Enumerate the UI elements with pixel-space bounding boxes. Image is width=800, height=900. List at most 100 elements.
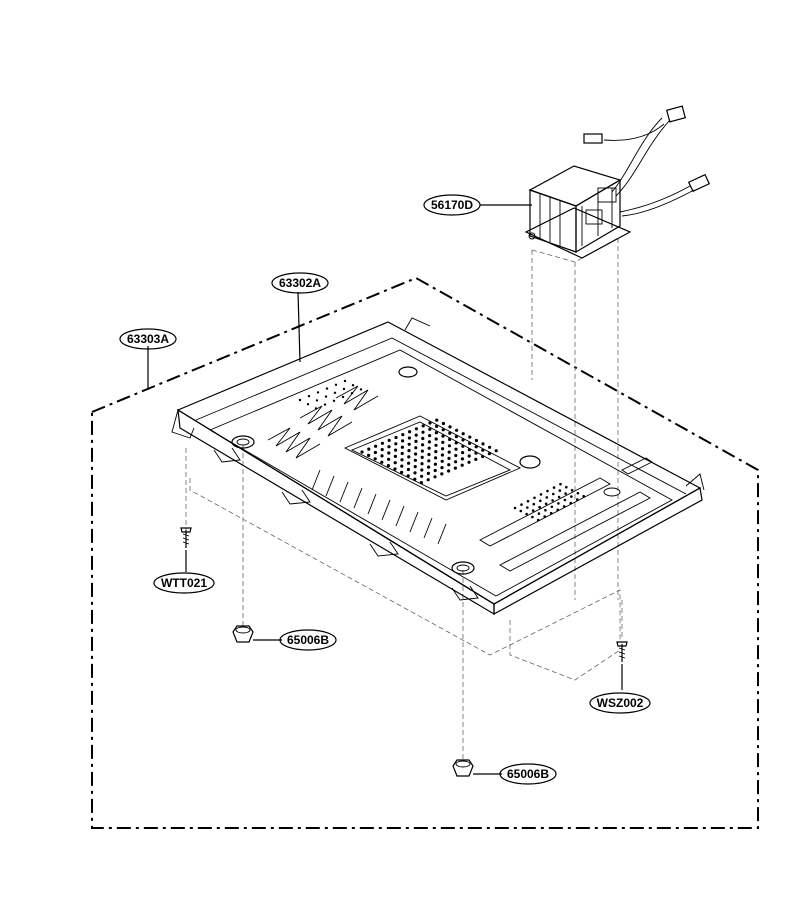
perforation-dot — [447, 450, 451, 454]
perforation-dot — [407, 442, 411, 446]
perforation-dot — [407, 455, 411, 459]
perforation-dot — [374, 444, 378, 448]
perforation-dot — [441, 440, 445, 444]
perforation-dot — [557, 495, 561, 499]
perforation-dot — [413, 458, 417, 462]
perforation-dot — [406, 467, 410, 472]
callout-63303a: 63303A — [119, 328, 177, 350]
perforation-dot — [461, 451, 465, 455]
perforation-dot — [448, 437, 452, 442]
callout-63302a-text: 63302A — [279, 276, 321, 290]
perforation-dot — [461, 432, 465, 436]
perforation-dot — [414, 439, 418, 443]
perforation-dot — [532, 502, 536, 506]
perforation-dot — [454, 435, 458, 439]
perforation-dot — [373, 457, 377, 461]
perforation-dot — [564, 492, 567, 495]
perforation-dot — [448, 431, 452, 435]
perforation-dot — [531, 515, 534, 519]
perforation-dot — [393, 467, 397, 471]
perforation-dot — [401, 439, 405, 443]
perforation-dot — [406, 474, 410, 478]
perforation-dot — [314, 407, 318, 410]
perforation-dot — [413, 471, 417, 475]
perforation-dot — [531, 509, 535, 512]
perforation-dot — [474, 445, 478, 449]
perforation-dot — [552, 486, 556, 489]
transformer-projection — [531, 237, 619, 600]
perforation-dot — [474, 438, 478, 443]
callout-63303a-text: 63303A — [127, 332, 169, 346]
perforation-dot — [558, 489, 562, 492]
perforation-dot — [426, 478, 430, 482]
perforation-dot — [448, 425, 452, 429]
perforation-dot — [434, 443, 438, 447]
screw-wsz002 — [616, 641, 628, 662]
perforation-dot — [386, 464, 390, 468]
perforation-dot — [414, 433, 418, 437]
callout-65006b-1-text: 65006B — [287, 633, 329, 647]
perforation-dot — [447, 469, 451, 473]
perforation-dot — [394, 448, 398, 452]
perforation-dot — [394, 442, 398, 446]
perforation-dot — [569, 501, 572, 505]
perforation-dot — [400, 451, 404, 456]
perforation-dot — [537, 512, 541, 515]
perforation-dot — [582, 494, 585, 498]
leader-lines — [147, 204, 623, 775]
perforation-dot — [306, 403, 310, 406]
perforation-dot — [440, 459, 444, 463]
perforation-dot — [341, 395, 345, 399]
perforation-dot — [315, 399, 319, 402]
perforation-dot — [460, 457, 464, 461]
callout-wtt021-text: WTT021 — [161, 576, 207, 590]
perforation-dot — [460, 463, 464, 467]
perforation-dot — [447, 456, 451, 460]
perforation-dot — [519, 509, 523, 513]
perforation-dot — [481, 454, 485, 459]
perforation-dot — [400, 464, 404, 468]
perforation-dot — [428, 427, 432, 431]
perforation-dot — [359, 388, 363, 391]
callout-63302a: 63302A — [271, 272, 329, 294]
perforation-dot — [401, 433, 405, 437]
perforation-dot — [427, 440, 431, 444]
perforation-dot — [565, 485, 568, 489]
perforation-dot — [350, 392, 354, 395]
perforation-dot — [380, 448, 384, 452]
callout-56170d-text: 56170D — [431, 198, 473, 212]
perforation-dot — [387, 457, 391, 461]
perforation-dot — [351, 384, 355, 387]
perforation-dot — [526, 499, 530, 503]
perforation-dot — [427, 459, 431, 463]
perforation-dot — [400, 445, 404, 449]
perforation-dot — [435, 424, 439, 428]
perforation-dot — [576, 491, 580, 495]
perforation-dot — [494, 449, 498, 453]
perforation-dot — [434, 450, 438, 454]
perforation-dot — [360, 450, 364, 454]
perforation-dot — [570, 495, 573, 498]
perforation-dot — [380, 454, 384, 458]
perforation-dot — [552, 492, 555, 496]
perforation-dot — [441, 421, 445, 426]
perforation-dot — [407, 449, 411, 453]
perforation-dot — [407, 461, 411, 465]
perforation-dot — [420, 462, 424, 466]
perforation-dot — [441, 447, 445, 451]
perforation-dot — [538, 505, 541, 509]
perforation-dot — [343, 379, 347, 383]
assembly-boundary — [91, 276, 759, 829]
callout-wsz002: WSZ002 — [589, 692, 651, 714]
nut-65006b-1 — [232, 625, 254, 643]
perforation-dot — [427, 452, 431, 457]
perforation-dot — [533, 496, 536, 500]
perforation-dot — [420, 474, 424, 478]
perforation-dot — [461, 444, 465, 448]
perforation-dot — [447, 444, 451, 448]
perforation-dot — [421, 430, 425, 434]
callout-65006b-1: 65006B — [279, 629, 337, 651]
perforation-dot — [488, 445, 492, 449]
base-plate — [171, 317, 705, 616]
perforation-dot — [387, 451, 391, 455]
